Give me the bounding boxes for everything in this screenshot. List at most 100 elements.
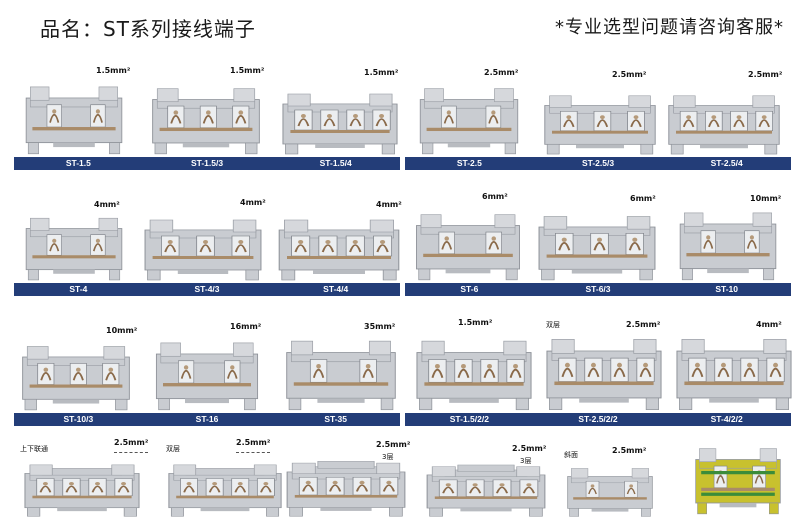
model-bar-right: ST-2.5 ST-2.5/3 ST-2.5/4	[405, 157, 791, 170]
product-st-10-3[interactable]: 10mm²	[14, 318, 144, 428]
terminal-block-image	[672, 330, 796, 412]
layer-count: 3层	[520, 457, 532, 465]
spec-label: 2.5mm²	[484, 68, 519, 77]
product-st-2-5[interactable]: 2.5mm²	[410, 62, 540, 172]
terminal-block-image	[20, 458, 144, 518]
terminal-block-image	[148, 80, 264, 156]
product-row-1: 1.5mm² 1.5mm² 1.5mm² 2.5mm² 2.5mm² 2.5mm…	[14, 62, 800, 172]
terminal-block-image	[274, 212, 404, 282]
product-triple-deck-b[interactable]: 2.5mm² 3层	[418, 436, 558, 519]
dimension-line	[114, 452, 148, 458]
product-triple-deck-a[interactable]: 2.5mm² 3层	[276, 436, 416, 519]
spec-label: 2.5mm²	[626, 320, 661, 329]
product-row-2: 4mm² 4mm² 4mm² 6mm² 6mm² 10mm² ST-4 ST-4…	[14, 190, 800, 300]
spec-label: 1.5mm²	[458, 318, 493, 327]
product-through-type[interactable]: 上下联通 2.5mm²	[14, 436, 154, 519]
terminal-block-image	[664, 88, 784, 156]
model-label: ST-10	[715, 284, 739, 294]
model-label: ST-35	[324, 414, 348, 424]
model-bar-left: ST-1.5 ST-1.5/3 ST-1.5/4	[14, 157, 400, 170]
spec-label: 2.5mm²	[376, 440, 411, 449]
variant-tag: 双层	[546, 321, 560, 329]
spec-label: 4mm²	[240, 198, 266, 207]
product-st-4-3[interactable]: 4mm²	[136, 190, 266, 300]
page-title: 品名：ST系列接线端子	[40, 17, 256, 41]
spec-label: 1.5mm²	[364, 68, 399, 77]
terminal-block-image	[534, 208, 660, 282]
spec-label: 2.5mm²	[748, 70, 783, 79]
product-angled[interactable]: 斜面 2.5mm²	[564, 436, 674, 519]
terminal-block-image	[278, 86, 402, 156]
variant-tag: 双层	[166, 445, 180, 453]
product-st-2-5-2-2[interactable]: 双层 2.5mm²	[540, 318, 670, 428]
terminal-block-image	[282, 456, 410, 518]
product-st-1-5[interactable]: 1.5mm²	[14, 62, 144, 172]
product-st-4-2-2[interactable]: 4mm²	[670, 318, 800, 428]
model-label: ST-1.5/2/2	[449, 414, 489, 424]
terminal-block-image	[564, 462, 656, 518]
model-label: ST-4	[69, 284, 88, 294]
product-st-2-5-3[interactable]: 2.5mm²	[540, 62, 670, 172]
terminal-block-image	[282, 332, 400, 412]
model-bar-left: ST-4 ST-4/3 ST-4/4	[14, 283, 400, 296]
terminal-block-image	[422, 460, 550, 518]
model-label: ST-2.5/2/2	[578, 414, 618, 424]
spec-label: 6mm²	[482, 192, 508, 201]
spec-label: 2.5mm²	[612, 70, 647, 79]
spec-label: 6mm²	[630, 194, 656, 203]
ground-terminal-image	[692, 440, 784, 516]
spec-label: 4mm²	[376, 200, 402, 209]
product-double-deck[interactable]: 双层 2.5mm²	[160, 436, 290, 519]
spec-label: 2.5mm²	[114, 438, 149, 447]
terminal-block-image	[22, 78, 126, 156]
spec-label: 2.5mm²	[236, 438, 271, 447]
product-st-2-5-4[interactable]: 2.5mm²	[664, 62, 800, 172]
model-label: ST-16	[195, 414, 219, 424]
product-st-35[interactable]: 35mm²	[274, 318, 404, 428]
terminal-block-image	[412, 332, 536, 412]
product-st-16[interactable]: 16mm²	[144, 318, 274, 428]
model-label: ST-4/3	[194, 284, 220, 294]
terminal-block-image	[542, 330, 666, 412]
spec-label: 2.5mm²	[512, 444, 547, 453]
product-st-1-5-2-2[interactable]: 1.5mm²	[410, 318, 540, 428]
product-st-1-5-3[interactable]: 1.5mm²	[144, 62, 274, 172]
spec-label: 4mm²	[756, 320, 782, 329]
product-row-4: 上下联通 2.5mm² 双层 2.5mm² 2.5mm² 3层 2.5mm² 3…	[14, 436, 800, 519]
spec-label: 10mm²	[750, 194, 782, 203]
spec-label: 2.5mm²	[612, 446, 647, 455]
product-row-3: 10mm² 16mm² 35mm² 1.5mm² 双层 2.5mm² 4mm² …	[14, 318, 800, 428]
model-label: ST-1.5	[65, 158, 91, 168]
spec-label: 10mm²	[106, 326, 138, 335]
model-bar-right: ST-6 ST-6/3 ST-10	[405, 283, 791, 296]
terminal-block-image	[412, 206, 524, 282]
spec-label: 1.5mm²	[96, 66, 131, 75]
model-label: ST-10/3	[63, 414, 94, 424]
spec-label: 1.5mm²	[230, 66, 265, 75]
terminal-block-image	[676, 204, 780, 282]
terminal-block-image	[540, 88, 660, 156]
model-label: ST-2.5/4	[710, 158, 743, 168]
product-st-1-5-4[interactable]: 1.5mm²	[274, 62, 404, 172]
model-bar-left: ST-10/3 ST-16 ST-35	[14, 413, 400, 426]
product-st-6-3[interactable]: 6mm²	[534, 190, 664, 300]
terminal-block-image	[18, 338, 134, 412]
variant-tag: 上下联通	[20, 445, 48, 453]
model-label: ST-6	[460, 284, 479, 294]
model-label: ST-4/2/2	[710, 414, 743, 424]
layer-count: 3层	[382, 453, 394, 461]
model-label: ST-2.5	[456, 158, 482, 168]
product-st-10[interactable]: 10mm²	[670, 190, 800, 300]
model-label: ST-6/3	[585, 284, 611, 294]
terminal-block-image	[416, 80, 522, 156]
product-ground-terminal[interactable]	[682, 436, 794, 519]
product-st-6[interactable]: 6mm²	[410, 190, 530, 300]
terminal-block-image	[140, 212, 266, 282]
terminal-block-image	[22, 210, 126, 282]
terminal-block-image	[152, 334, 262, 412]
spec-label: 16mm²	[230, 322, 262, 331]
model-label: ST-4/4	[323, 284, 349, 294]
product-st-4-4[interactable]: 4mm²	[272, 190, 402, 300]
product-st-4[interactable]: 4mm²	[14, 190, 144, 300]
model-label: ST-1.5/4	[319, 158, 352, 168]
